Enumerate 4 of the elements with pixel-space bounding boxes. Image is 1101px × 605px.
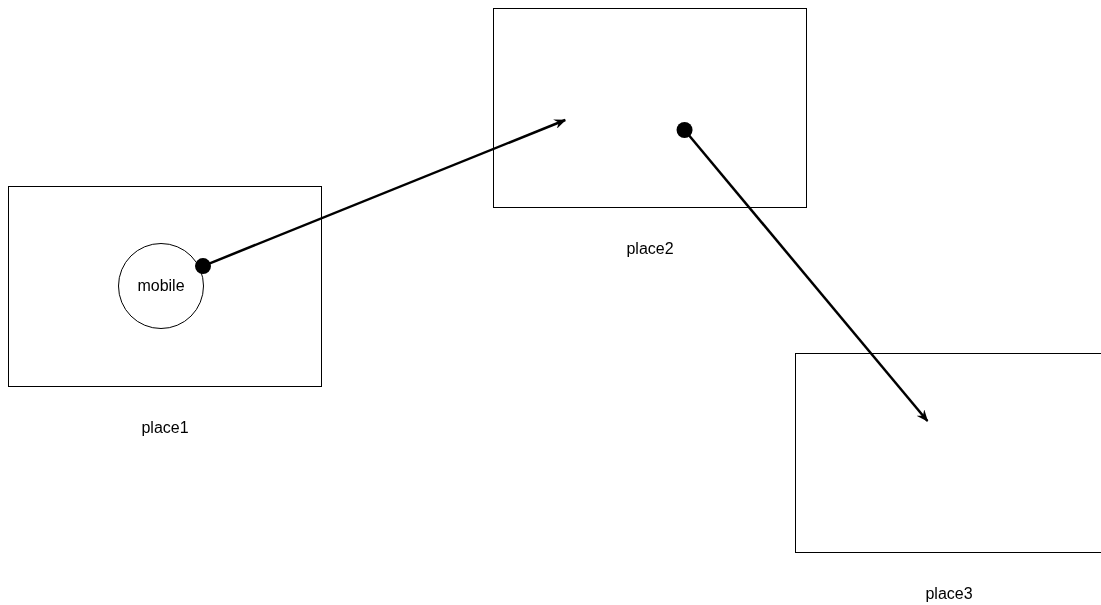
ellipse-node: mobile <box>118 243 204 329</box>
region-label: place1 <box>141 419 189 437</box>
region-label: place2 <box>626 240 674 258</box>
region-label: place3 <box>925 585 973 603</box>
